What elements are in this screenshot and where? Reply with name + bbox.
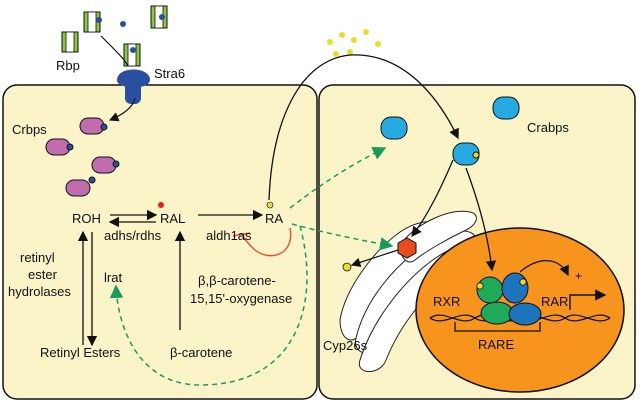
label-retinyl-ester-hydrolases-1: retinyl [20, 250, 55, 265]
label-retinyl-ester-hydrolases-2: ester [28, 267, 58, 282]
cyp26-enzyme [397, 237, 417, 259]
degradation-arrow [350, 249, 399, 267]
label-roh: ROH [72, 211, 101, 226]
crabp-to-ra-arrow [411, 159, 454, 238]
label-bco-1: β,β-carotene- [198, 273, 276, 288]
label-rxr: RXR [433, 294, 460, 309]
label-crabps: Crabps [527, 120, 569, 135]
crbp-icon [45, 138, 74, 156]
rbp-icon [83, 11, 102, 33]
ral-dot [158, 202, 164, 208]
crabp-icon [492, 96, 520, 120]
rar-receptor [501, 272, 542, 326]
stra6-receptor [117, 69, 150, 104]
crabp-to-nucleus-arrow [465, 167, 497, 272]
crbp-icon [65, 176, 96, 197]
uptake-arrow [108, 97, 136, 122]
ra-feedback-inhibition [241, 227, 292, 257]
ra-to-cyp26-dashed [291, 223, 394, 251]
degraded-ra [342, 262, 352, 272]
label-lrat: lrat [104, 270, 122, 285]
label-crbps: Crbps [12, 122, 47, 137]
transcription-arrow [569, 289, 607, 310]
ra-ligand-rxr [476, 282, 484, 290]
label-rar: RAR [541, 294, 568, 309]
label-plus: + [575, 269, 582, 283]
label-stra6: Stra6 [154, 66, 185, 81]
label-retinyl-ester-hydrolases-3: hydrolases [8, 284, 71, 299]
ra-secretion-arrow [268, 54, 459, 201]
ra-ligand-rar [519, 278, 527, 286]
label-cyp26s: Cyp26s [323, 338, 368, 353]
rbp-icon [123, 43, 141, 67]
rbp-icon [61, 31, 79, 53]
activation-arrow [519, 260, 569, 277]
rbp-icon [150, 5, 168, 29]
crbp-icon [91, 156, 120, 174]
ra-to-crabp-dashed [289, 147, 387, 209]
label-ral: RAL [160, 211, 185, 226]
uptake-arrow [100, 35, 129, 67]
label-rbp: Rbp [56, 58, 80, 73]
rare-bracket [454, 322, 541, 332]
inhibition-bar [232, 232, 251, 237]
producing-cell [2, 84, 318, 400]
ra-dot [266, 201, 274, 209]
crabp-icon [452, 142, 480, 166]
ra-secreted-dots [327, 29, 381, 57]
ra-to-lrat-dashed [109, 225, 308, 386]
label-aldh1as: aldh1as [206, 228, 252, 243]
retinol-dot [120, 21, 126, 27]
label-retinyl-esters: Retinyl Esters [40, 345, 121, 360]
label-adhs-rdhs: adhs/rdhs [104, 228, 162, 243]
crbp-icon [79, 117, 108, 135]
label-bco-2: 15,15'-oxygenase [190, 291, 292, 306]
label-beta-carotene: β-carotene [170, 345, 232, 360]
label-ra: RA [265, 211, 283, 226]
crabp-icon [380, 116, 408, 140]
label-rare: RARE [478, 337, 514, 352]
